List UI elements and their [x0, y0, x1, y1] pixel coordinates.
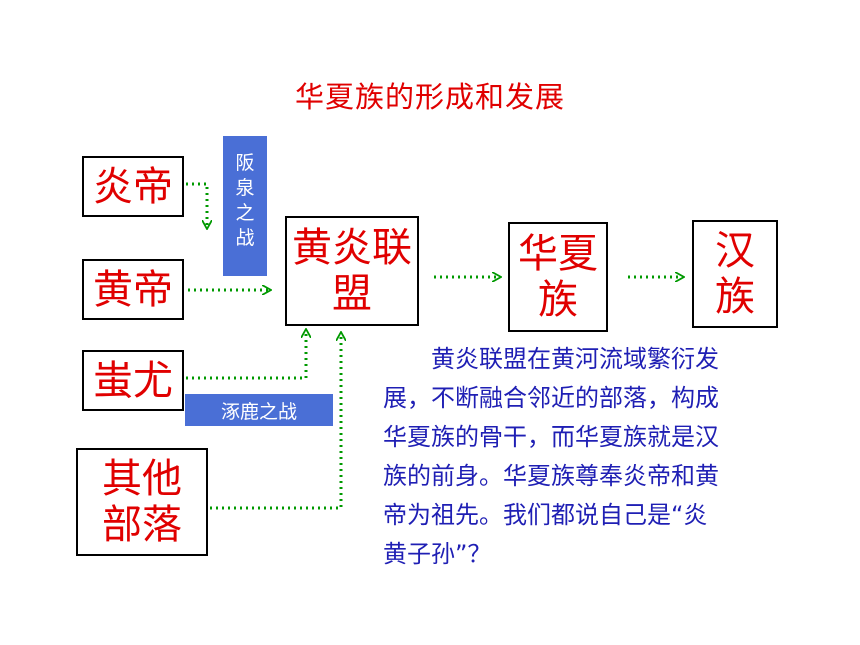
box-alliance-line1: 黄炎联 [292, 225, 412, 271]
arrow-yandi [186, 182, 207, 228]
box-alliance-line2: 盟 [332, 271, 372, 317]
page-title: 华夏族的形成和发展 [294, 80, 565, 114]
box-other-tribes: 其他 部落 [76, 448, 208, 556]
paragraph-line: 黄子孙”？ [383, 540, 492, 568]
paragraph-line: 黄炎联盟在黄河流域繁衍发 [383, 345, 719, 373]
label-banquan-battle: 阪 泉 之 战 [223, 136, 267, 276]
box-han-line2: 族 [715, 274, 755, 320]
paragraph-line: 族的前身。华夏族尊奉炎帝和黄 [383, 462, 719, 490]
box-huangdi-label: 黄帝 [93, 266, 173, 313]
paragraph-line: 展，不断融合邻近的部落，构成 [383, 384, 719, 412]
box-han-line1: 汉 [715, 228, 755, 274]
description-paragraph: 黄炎联盟在黄河流域繁衍发 展，不断融合邻近的部落，构成 华夏族的骨干，而华夏族就… [383, 340, 787, 574]
label-banquan-char: 之 [235, 202, 255, 224]
box-other-tribes-line2: 部落 [102, 502, 182, 548]
paragraph-line: 帝为祖先。我们都说自己是“炎 [383, 501, 708, 529]
box-huaxia: 华夏 族 [508, 222, 608, 332]
box-huaxia-line1: 华夏 [518, 231, 598, 277]
arrow-other-tribes [210, 333, 341, 510]
box-chiyou: 蚩尤 [82, 350, 184, 411]
label-banquan-char: 战 [235, 227, 255, 249]
box-huangdi: 黄帝 [82, 259, 184, 320]
label-zhuolu-text: 涿鹿之战 [220, 400, 297, 423]
label-zhuolu-battle: 涿鹿之战 [185, 394, 333, 426]
box-huangyan-alliance: 黄炎联 盟 [285, 216, 419, 326]
paragraph-line: 华夏族的骨干，而华夏族就是汉 [383, 423, 719, 451]
box-chiyou-label: 蚩尤 [93, 357, 173, 404]
box-other-tribes-line1: 其他 [102, 456, 182, 502]
label-banquan-char: 泉 [235, 177, 255, 199]
box-yandi-label: 炎帝 [93, 163, 173, 210]
box-han: 汉 族 [692, 220, 778, 328]
box-huaxia-line2: 族 [538, 277, 578, 323]
arrow-chiyou [186, 330, 306, 380]
label-banquan-char: 阪 [235, 152, 255, 174]
box-yandi: 炎帝 [82, 156, 184, 217]
